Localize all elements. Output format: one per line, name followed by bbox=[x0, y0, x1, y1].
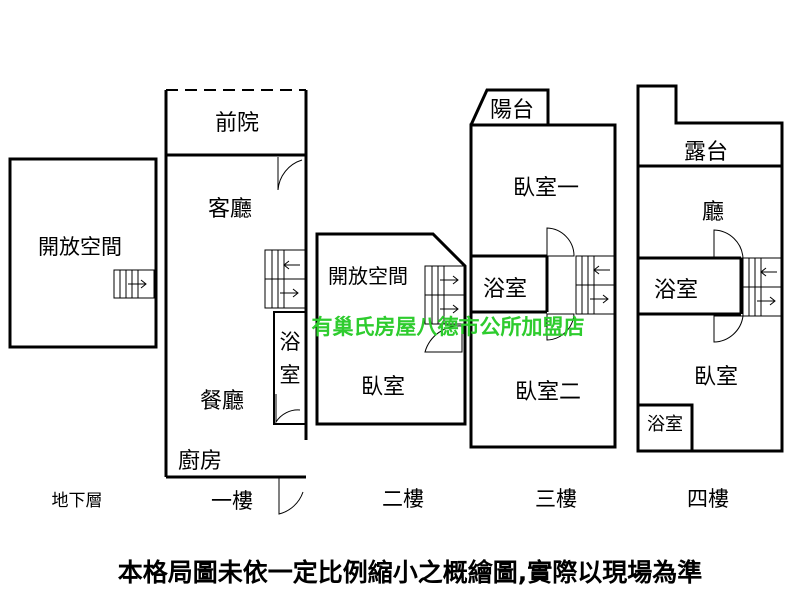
first-floor-label: 一樓 bbox=[211, 489, 253, 513]
fourth-floor-stair bbox=[742, 257, 783, 317]
second-bedroom-label: 臥室 bbox=[361, 375, 405, 400]
entry-door-1f bbox=[278, 477, 304, 515]
fourth-bedroom-label: 臥室 bbox=[694, 365, 738, 390]
basement-floor-label: 地下層 bbox=[52, 491, 103, 511]
first-floor-stair bbox=[264, 249, 306, 309]
first-floor: 前院 客廳 浴 室 浴室 餐廳 廚房 一樓 bbox=[164, 89, 308, 515]
fourth-small-bath-label: 浴室 bbox=[647, 414, 683, 435]
second-floor: 開放空間 臥室 二樓 bbox=[315, 232, 467, 511]
third-floor-stair bbox=[575, 255, 616, 315]
basement-outline bbox=[8, 157, 158, 349]
bedroom1-label: 臥室一 bbox=[513, 176, 579, 201]
watermark-text: 有巢氏房屋八德市公所加盟店 bbox=[312, 315, 585, 339]
disclaimer-text: 本格局圖未依一定比例縮小之概繪圖,實際以現場為準 bbox=[118, 558, 703, 587]
dining-room-label: 餐廳 bbox=[200, 389, 244, 414]
bedroom2-label: 臥室二 bbox=[515, 380, 581, 405]
hall-label: 廳 bbox=[702, 200, 724, 225]
basement-floor: 開放空間 地下層 bbox=[8, 157, 158, 511]
third-bath-label: 浴室 bbox=[483, 277, 527, 302]
basement-open-space-label: 開放空間 bbox=[38, 235, 122, 259]
bedroom-door-4f bbox=[713, 315, 744, 343]
second-floor-label: 二樓 bbox=[382, 487, 424, 511]
fourth-bath-label: 浴室 bbox=[654, 278, 698, 303]
balcony-label: 陽台 bbox=[490, 98, 534, 123]
living-room-label: 客廳 bbox=[208, 197, 252, 222]
fourth-floor-label: 四樓 bbox=[687, 487, 729, 511]
hall-door-4f bbox=[713, 229, 744, 259]
third-floor: 陽台 臥室一 浴室 臥室二 三樓 bbox=[469, 88, 617, 511]
second-open-space-label: 開放空間 bbox=[328, 264, 408, 288]
second-floor-stair bbox=[424, 265, 466, 325]
kitchen-label: 廚房 bbox=[178, 449, 222, 474]
bedroom2-door bbox=[546, 313, 575, 341]
fourth-floor: 露台 廳 浴室 臥室 浴室 四樓 bbox=[636, 84, 784, 511]
living-door bbox=[277, 157, 303, 191]
terrace-label: 露台 bbox=[684, 140, 728, 165]
front-yard-label: 前院 bbox=[215, 111, 259, 136]
basement-stair bbox=[113, 269, 155, 299]
first-bath-char2: 室 bbox=[280, 363, 301, 387]
third-floor-label: 三樓 bbox=[535, 487, 577, 511]
bath-door-1f bbox=[275, 394, 301, 424]
bedroom1-door bbox=[546, 227, 575, 257]
bedroom-door-2f bbox=[424, 325, 463, 353]
first-bath-char1: 浴 bbox=[280, 330, 301, 354]
